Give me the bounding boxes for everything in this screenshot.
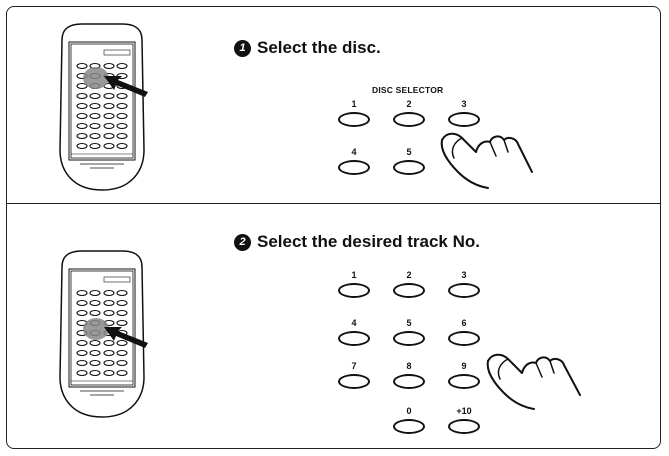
disc-button-oval	[393, 160, 425, 175]
track-button-oval	[448, 419, 480, 434]
track-button-label: 9	[461, 361, 467, 371]
track-button-label: 5	[406, 318, 412, 328]
track-button-label: +10	[456, 406, 472, 416]
track-button-label: 0	[406, 406, 412, 416]
track-button-oval	[338, 331, 370, 346]
disc-button-label: 2	[406, 99, 412, 109]
track-button-oval	[338, 283, 370, 298]
disc-button-2[interactable]: 2	[391, 99, 427, 135]
track-button-label: 1	[351, 270, 357, 280]
pointing-hand-icon	[440, 132, 533, 189]
track-button-oval	[448, 331, 480, 346]
track-button-6[interactable]: 6	[446, 318, 482, 354]
track-button-oval	[338, 374, 370, 389]
track-button-3[interactable]: 3	[446, 270, 482, 306]
track-button-7[interactable]: 7	[336, 361, 372, 397]
track-button-label: 7	[351, 361, 357, 371]
instruction-frame	[6, 6, 661, 449]
track-button-oval	[393, 419, 425, 434]
disc-button-oval	[448, 112, 480, 127]
track-button-oval	[393, 331, 425, 346]
track-button-oval	[393, 374, 425, 389]
disc-button-oval	[338, 112, 370, 127]
step-2-title: Select the desired track No.	[257, 232, 480, 251]
disc-selector-title: DISC SELECTOR	[372, 85, 444, 95]
step-1-title: Select the disc.	[257, 38, 381, 57]
track-button-4[interactable]: 4	[336, 318, 372, 354]
disc-button-label: 3	[461, 99, 467, 109]
disc-button-4[interactable]: 4	[336, 147, 372, 183]
track-button-oval	[448, 374, 480, 389]
disc-button-oval	[393, 112, 425, 127]
track-button-8[interactable]: 8	[391, 361, 427, 397]
track-button-oval	[448, 283, 480, 298]
track-button-9[interactable]: 9	[446, 361, 482, 397]
track-button-1[interactable]: 1	[336, 270, 372, 306]
track-button-label: 3	[461, 270, 467, 280]
track-button-5[interactable]: 5	[391, 318, 427, 354]
disc-button-5[interactable]: 5	[391, 147, 427, 183]
track-button-0[interactable]: 0	[391, 406, 427, 442]
step-2-heading: 2 Select the desired track No.	[234, 232, 480, 252]
track-button-oval	[393, 283, 425, 298]
disc-button-label: 5	[406, 147, 412, 157]
step-2-number-icon: 2	[234, 233, 251, 251]
remote-control-icon	[59, 250, 148, 418]
disc-button-1[interactable]: 1	[336, 99, 372, 135]
disc-button-3[interactable]: 3	[446, 99, 482, 135]
track-button-plus10[interactable]: +10	[446, 406, 482, 442]
track-button-label: 2	[406, 270, 412, 280]
pointing-hand-icon	[486, 353, 581, 410]
section-divider	[6, 203, 661, 204]
disc-button-label: 4	[351, 147, 357, 157]
step-1-number-icon: 1	[234, 39, 251, 57]
track-button-2[interactable]: 2	[391, 270, 427, 306]
disc-button-label: 1	[351, 99, 357, 109]
track-button-label: 4	[351, 318, 357, 328]
track-button-label: 8	[406, 361, 412, 371]
step-1-heading: 1 Select the disc.	[234, 38, 381, 58]
track-button-label: 6	[461, 318, 467, 328]
disc-button-oval	[338, 160, 370, 175]
remote-control-icon	[59, 23, 148, 191]
